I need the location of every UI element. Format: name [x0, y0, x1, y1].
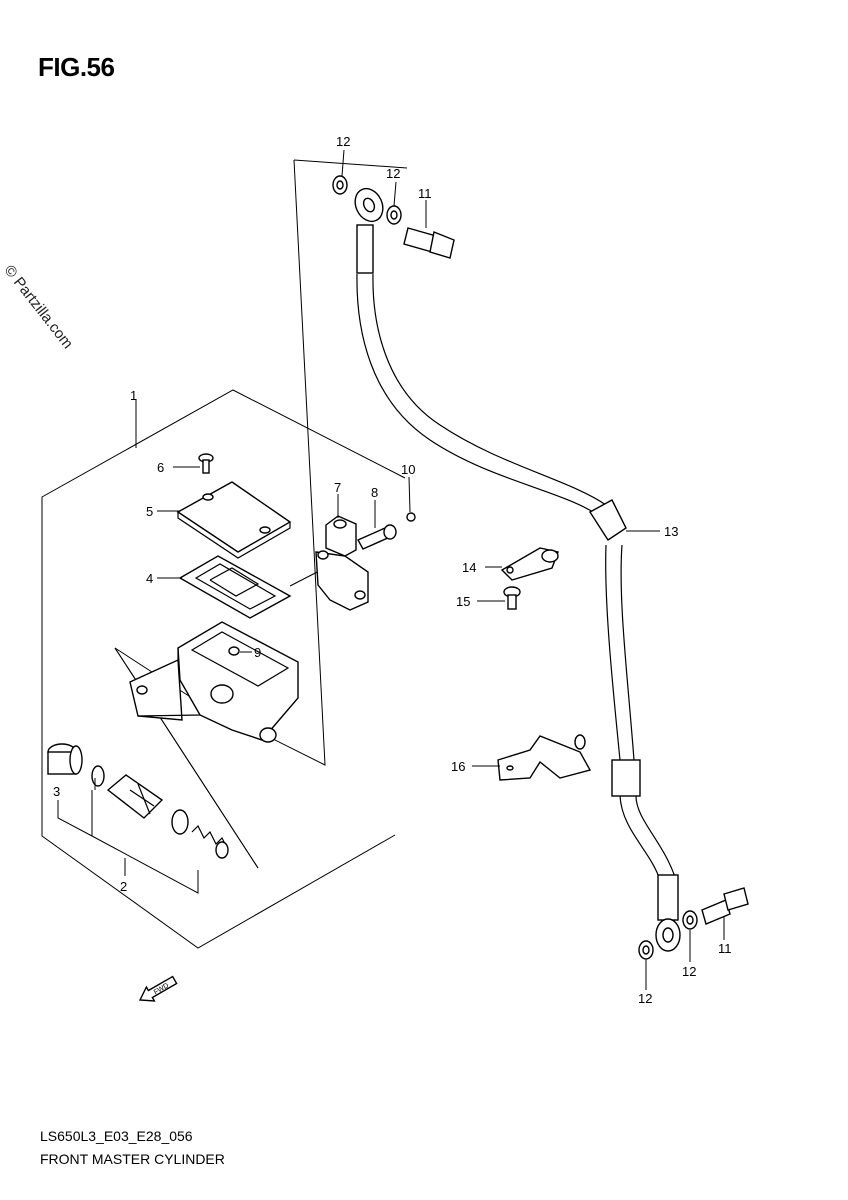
reservoir-cap[interactable]	[176, 481, 292, 559]
forward-arrow-label: FWD	[153, 982, 170, 996]
spring[interactable]	[191, 824, 229, 859]
upper-banjo-fitting[interactable]	[350, 184, 388, 274]
callout-1: 1	[130, 388, 137, 403]
forward-arrow-icon: FWD	[138, 975, 178, 1002]
diaphragm[interactable]	[178, 555, 292, 619]
callout-11-top: 11	[418, 186, 432, 201]
washer-top-right[interactable]	[386, 205, 402, 225]
callout-7: 7	[334, 480, 341, 495]
callout-13: 13	[664, 524, 678, 539]
diagram-caption: FRONT MASTER CYLINDER	[40, 1151, 225, 1167]
callout-14: 14	[462, 560, 476, 575]
callout-6: 6	[157, 460, 164, 475]
clamp-nut[interactable]	[406, 512, 416, 522]
dust-boot[interactable]	[47, 743, 83, 775]
hose-bracket[interactable]	[497, 734, 592, 781]
callout-3: 3	[53, 784, 60, 799]
lower-banjo-fitting[interactable]	[655, 918, 681, 952]
callout-15: 15	[456, 594, 470, 609]
washer-bottom-right[interactable]	[682, 910, 698, 930]
callout-10: 10	[401, 462, 415, 477]
cap-screw[interactable]	[198, 453, 214, 474]
callout-11-bottom: 11	[718, 941, 732, 956]
clamp-holder[interactable]	[315, 515, 369, 611]
piston-cup[interactable]	[171, 809, 189, 835]
callout-12-bottom-right: 12	[682, 964, 696, 979]
callout-2: 2	[120, 879, 127, 894]
union-bolt-top[interactable]	[403, 227, 455, 259]
clamp-bolt[interactable]	[357, 524, 397, 550]
callout-12-top-left: 12	[336, 134, 350, 149]
diagram-code: LS650L3_E03_E28_056	[40, 1128, 193, 1144]
assembly-outline	[41, 389, 406, 949]
union-bolt-bottom[interactable]	[701, 887, 749, 925]
hose-clamp[interactable]	[500, 547, 559, 581]
callout-12-top-right: 12	[386, 166, 400, 181]
callout-16: 16	[451, 759, 465, 774]
circlip[interactable]	[91, 765, 105, 787]
callout-5: 5	[146, 504, 153, 519]
callout-12-bottom-left: 12	[638, 991, 652, 1006]
piston[interactable]	[106, 774, 164, 819]
clamp-bolt-15[interactable]	[503, 586, 521, 610]
washer-bottom-left[interactable]	[638, 940, 654, 960]
washer-top-left[interactable]	[332, 175, 348, 195]
brake-hose[interactable]	[356, 273, 679, 921]
figure-title: FIG.56	[38, 52, 115, 82]
master-cylinder-body[interactable]	[129, 621, 299, 743]
callout-4: 4	[146, 571, 153, 586]
callout-8: 8	[371, 485, 378, 500]
callout-9: 9	[254, 645, 261, 660]
body-bolt[interactable]	[228, 646, 240, 656]
